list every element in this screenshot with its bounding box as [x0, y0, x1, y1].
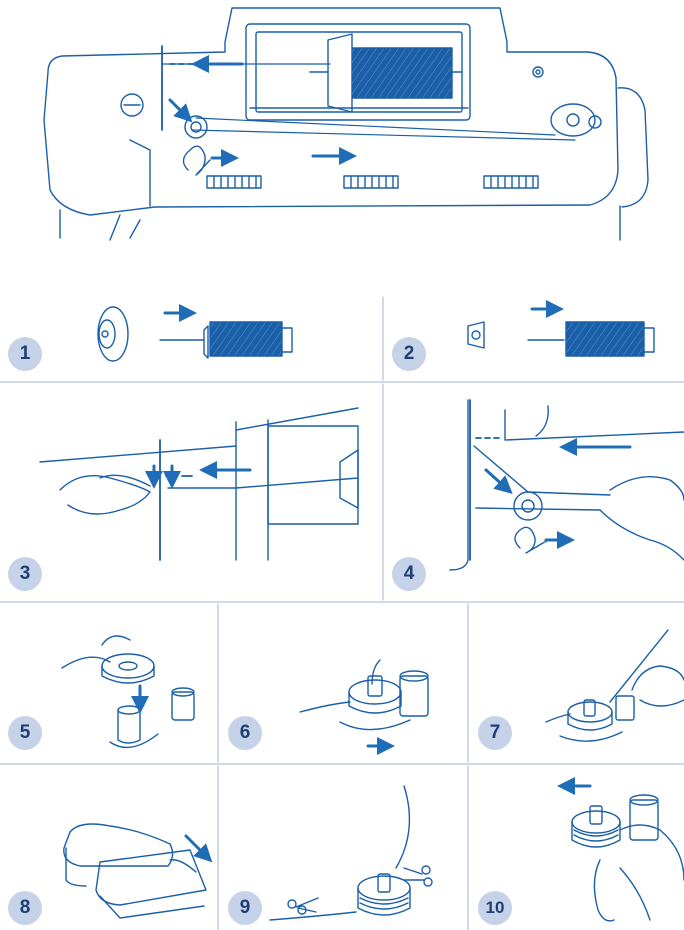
- step-3-badge: 3: [8, 557, 42, 591]
- panel-3-thread-guide: [40, 408, 358, 560]
- step-9-badge: 9: [228, 891, 262, 925]
- step-10-badge: 10: [478, 891, 512, 925]
- panel-6-bobbin-engage: [300, 660, 428, 746]
- step-7-badge: 7: [478, 716, 512, 750]
- panel-grid: [0, 297, 684, 930]
- panel-7-thread-bobbin: [546, 630, 684, 741]
- step-5-badge: 5: [8, 716, 42, 750]
- vent-middle: [344, 176, 398, 188]
- panel-1-spool-cap: [98, 307, 292, 361]
- step-number: 4: [404, 563, 415, 585]
- vent-left: [207, 176, 261, 188]
- panel-5-bobbin-place: [62, 636, 194, 747]
- panel-2-spool-cap-small: [468, 309, 654, 356]
- step-6-badge: 6: [228, 716, 262, 750]
- vent-right: [484, 176, 538, 188]
- step-number: 1: [20, 343, 31, 365]
- panel-4-tension-dial: [450, 400, 684, 570]
- step-4-badge: 4: [392, 557, 426, 591]
- step-number: 3: [20, 563, 31, 585]
- step-number: 7: [490, 722, 501, 744]
- step-number: 8: [20, 897, 31, 919]
- step-number: 9: [240, 897, 251, 919]
- step-1-badge: 1: [8, 337, 42, 371]
- step-number: 6: [240, 722, 251, 744]
- machine-overview: [44, 8, 648, 240]
- step-number: 10: [486, 898, 505, 918]
- step-2-badge: 2: [392, 337, 426, 371]
- step-8-badge: 8: [8, 891, 42, 925]
- panel-10-remove-bobbin: [566, 786, 684, 921]
- step-number: 5: [20, 722, 31, 744]
- step-number: 2: [404, 343, 415, 365]
- panel-8-foot-pedal: [64, 824, 206, 918]
- panel-9-cut-thread: [270, 786, 432, 920]
